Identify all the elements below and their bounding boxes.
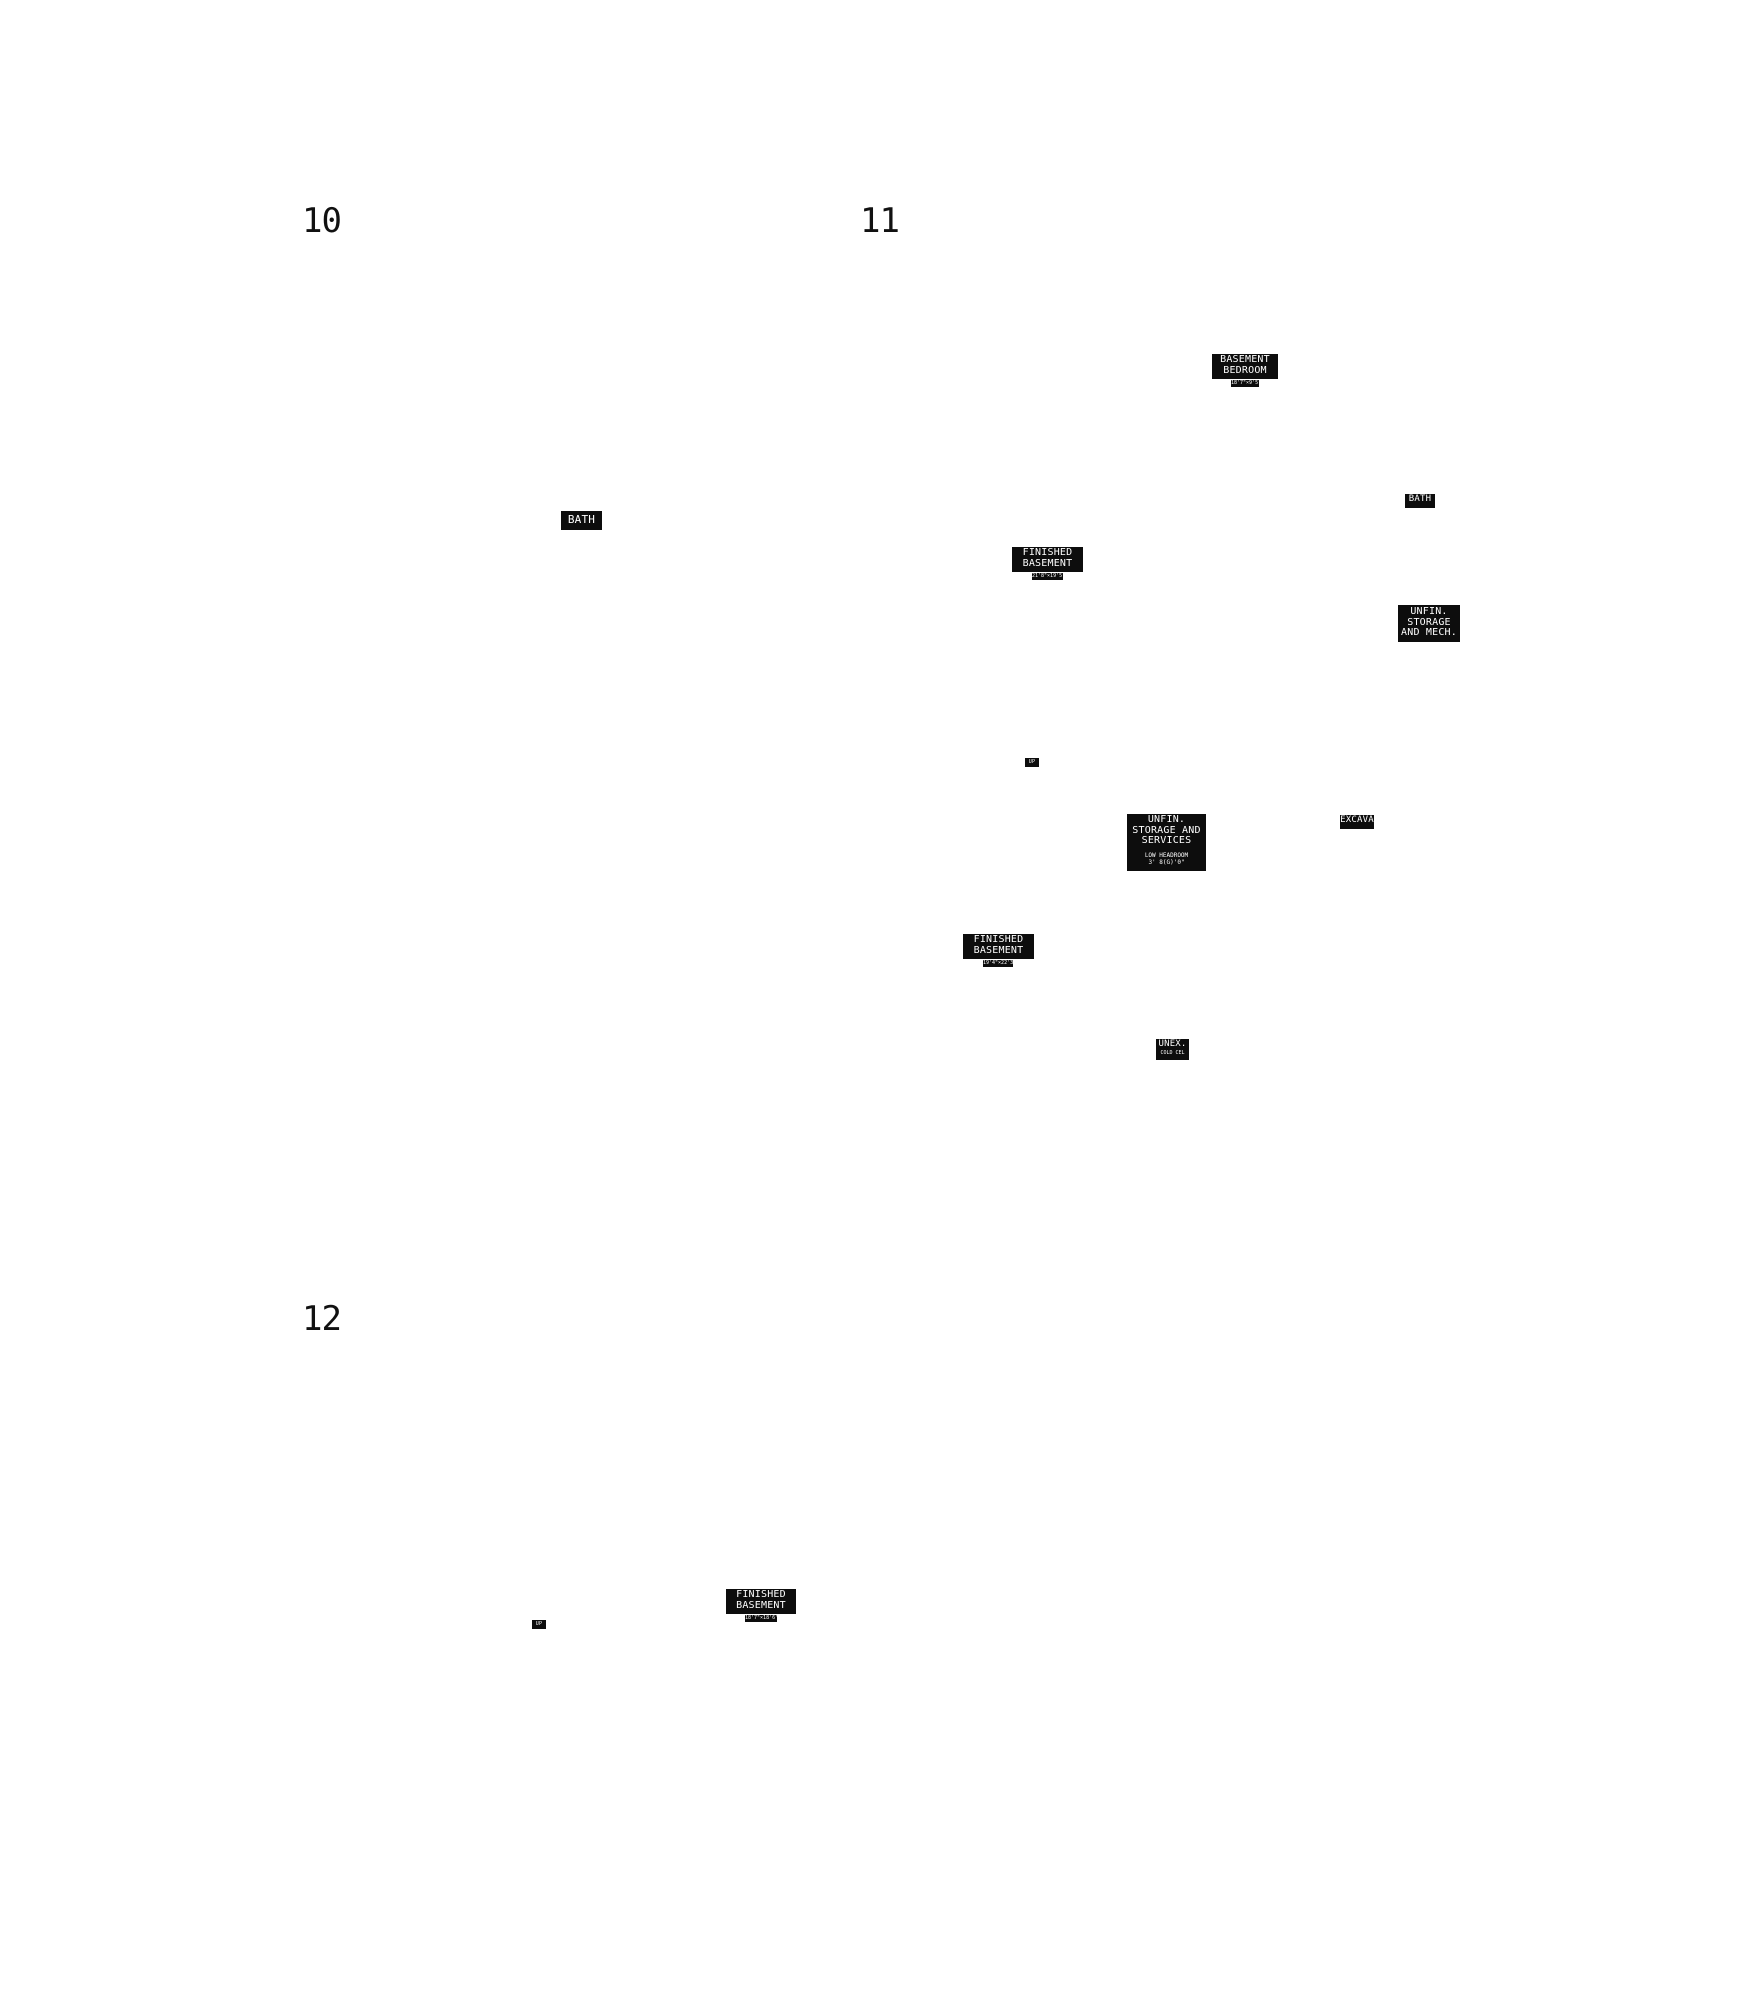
room-dimensions: 19'4"×22'3" — [983, 960, 1013, 967]
room-label: EXCAVA — [1340, 815, 1374, 825]
room-label-line3: AND MECH. — [1401, 627, 1457, 638]
room-tag-unfin-storage-mech: UNFIN. STORAGE AND MECH. — [1398, 605, 1460, 642]
stair-up-text: UP — [535, 1621, 543, 1627]
room-tag-bath: BATH — [561, 511, 602, 530]
room-tag-unfin-storage-services: UNFIN. STORAGE AND SERVICES LOW HEADROOM… — [1127, 814, 1206, 871]
room-label: BATH — [567, 513, 596, 526]
room-label-line1: BASEMENT — [1220, 354, 1270, 365]
room-label-line3: SERVICES — [1141, 835, 1192, 846]
room-note-line1: LOW HEADROOM — [1144, 851, 1189, 859]
room-dimensions: 21'8"×19'5" — [1032, 573, 1063, 580]
room-label-line2: BEDROOM — [1223, 364, 1267, 376]
room-note-line2: 3' 8(G)'0" — [1148, 858, 1185, 866]
room-label-line2: STORAGE — [1407, 616, 1451, 628]
room-tag-unexcavated-cold-cellar: UNEX. COLD CEL — [1156, 1039, 1189, 1060]
room-label-line1: UNFIN. — [1410, 606, 1448, 617]
plan-number-10: 10 — [302, 201, 342, 241]
stair-up-text: UP — [1028, 759, 1036, 765]
room-dimensions: 18'7"×9'5" — [1231, 380, 1259, 387]
room-label-line1: FINISHED — [736, 1589, 786, 1600]
room-label-line2: BASEMENT — [973, 944, 1024, 956]
room-label-line2: STORAGE AND — [1132, 824, 1201, 836]
room-label: BATH — [1408, 494, 1432, 504]
room-tag-finished-basement: FINISHED BASEMENT — [963, 934, 1034, 959]
plan-number-12: 12 — [302, 1299, 342, 1339]
room-tag-basement-bedroom: BASEMENT BEDROOM — [1212, 354, 1278, 379]
room-tag-excavation: EXCAVA — [1340, 815, 1374, 829]
room-label-line1: UNFIN. — [1147, 814, 1186, 825]
room-label-line1: FINISHED — [973, 934, 1024, 945]
room-label-line1: UNEX. — [1158, 1039, 1187, 1049]
room-tag-finished-basement: FINISHED BASEMENT — [726, 1589, 796, 1614]
stair-up-label: UP — [1025, 758, 1039, 767]
plan-number-11: 11 — [860, 201, 900, 241]
room-label-line2: BASEMENT — [736, 1599, 786, 1611]
room-tag-finished-basement: FINISHED BASEMENT — [1012, 547, 1083, 572]
room-label-line1: FINISHED — [1022, 547, 1073, 558]
room-tag-bath: BATH — [1405, 494, 1435, 508]
room-label-line2: BASEMENT — [1022, 557, 1073, 569]
room-label-line2: COLD CEL — [1160, 1050, 1185, 1057]
stair-up-label: UP — [532, 1620, 546, 1629]
room-dimensions: 18'7"×18'6" — [745, 1615, 777, 1622]
